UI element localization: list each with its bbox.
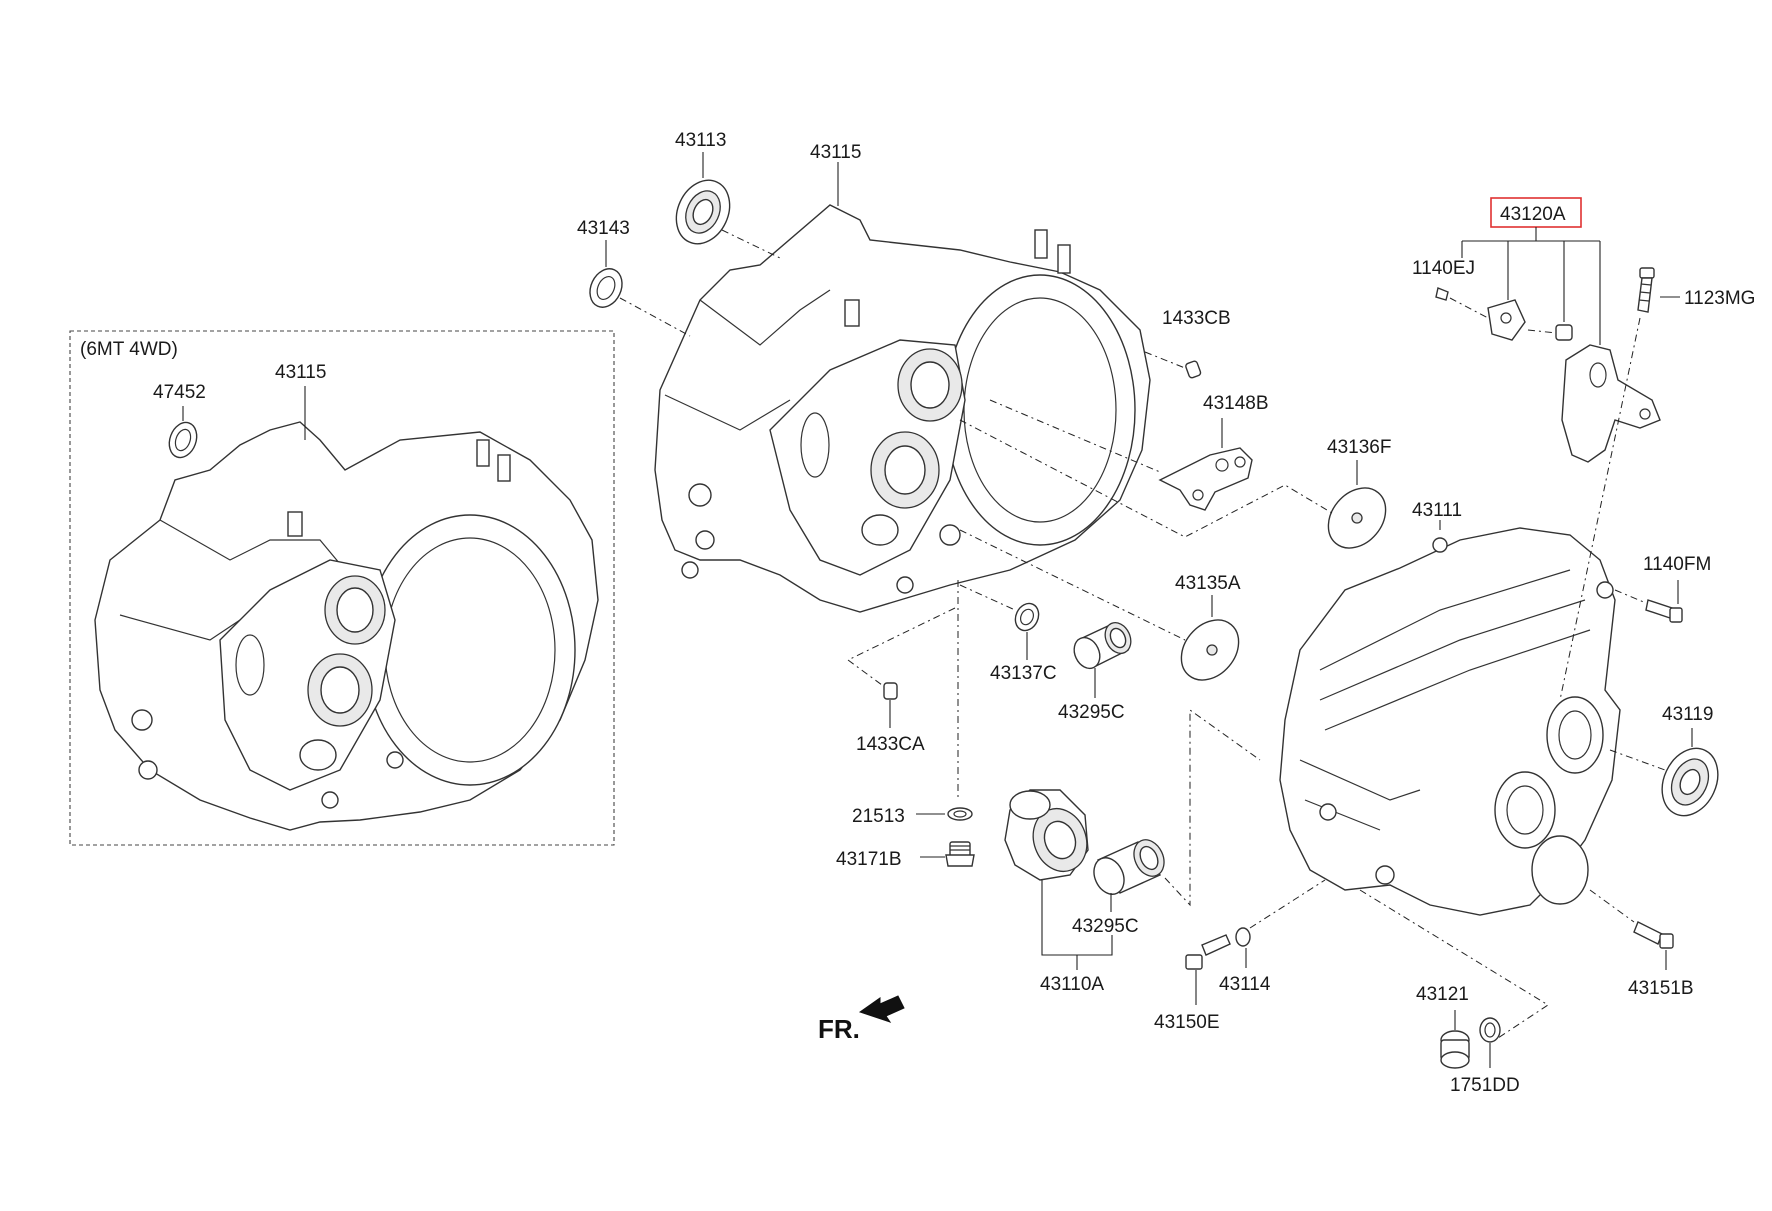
ring-43137C[interactable] xyxy=(1011,600,1043,635)
label-43295C-upper: 43295C xyxy=(1058,702,1125,723)
label-43120A: 43120A xyxy=(1500,204,1566,225)
bearing-43295C-lower[interactable] xyxy=(1088,835,1169,899)
plug-43121[interactable] xyxy=(1440,1030,1470,1069)
washer-1751DD[interactable] xyxy=(1479,1017,1501,1043)
housing-43115-4wd[interactable] xyxy=(94,421,599,831)
label-1751DD: 1751DD xyxy=(1450,1075,1520,1096)
bracket-43120A-plate[interactable] xyxy=(1487,299,1526,341)
mount-bracket-43120A[interactable] xyxy=(1561,344,1661,463)
plug-43171B[interactable] xyxy=(945,841,975,867)
spacer-43120A[interactable] xyxy=(1555,324,1573,341)
front-direction-label: FR. xyxy=(818,1014,860,1044)
label-43151B: 43151B xyxy=(1628,978,1694,999)
seal-43143[interactable] xyxy=(584,264,628,313)
bolt-43151B[interactable] xyxy=(1633,921,1674,949)
seal-43119[interactable] xyxy=(1652,739,1729,824)
bolt-1123MG[interactable] xyxy=(1637,267,1655,313)
label-1140EJ: 1140EJ xyxy=(1412,258,1475,279)
label-43115-main: 43115 xyxy=(810,142,861,163)
label-43113: 43113 xyxy=(675,130,726,151)
washer-21513[interactable] xyxy=(947,807,973,821)
dowel-1433CA[interactable] xyxy=(883,682,898,700)
label-21513: 21513 xyxy=(852,806,905,827)
shim-43135A[interactable] xyxy=(1170,609,1251,692)
front-direction-arrow-icon xyxy=(858,995,905,1023)
label-43110A: 43110A xyxy=(1040,974,1104,995)
bolt-1140EJ[interactable] xyxy=(1435,287,1449,301)
label-43121: 43121 xyxy=(1416,984,1469,1005)
seal-47452[interactable] xyxy=(165,419,202,462)
label-43135A: 43135A xyxy=(1175,573,1241,594)
washer-43114[interactable] xyxy=(1235,927,1251,947)
label-43137C: 43137C xyxy=(990,663,1057,684)
variant-box xyxy=(69,330,615,846)
sleeve-43110A[interactable] xyxy=(1004,789,1095,881)
bolt-1140FM[interactable] xyxy=(1645,599,1683,623)
label-1433CA: 1433CA xyxy=(856,734,925,755)
label-43143: 43143 xyxy=(577,218,630,239)
label-1123MG: 1123MG xyxy=(1684,288,1755,309)
bearing-43295C-upper[interactable] xyxy=(1069,618,1135,672)
dowel-1433CB[interactable] xyxy=(1185,360,1202,379)
label-43119: 43119 xyxy=(1662,704,1713,725)
label-43148B: 43148B xyxy=(1203,393,1269,414)
label-43295C-lower: 43295C xyxy=(1072,916,1139,937)
shim-43136F[interactable] xyxy=(1317,477,1398,560)
housing-43115[interactable] xyxy=(654,204,1151,613)
label-43114: 43114 xyxy=(1219,974,1271,995)
label-43115-4wd: 43115 xyxy=(275,362,326,383)
label-43171B: 43171B xyxy=(836,849,902,870)
variant-box-title: (6MT 4WD) xyxy=(80,339,178,360)
label-43136F: 43136F xyxy=(1327,437,1391,458)
label-1140FM: 1140FM xyxy=(1643,554,1711,575)
transmission-case-43111[interactable] xyxy=(1279,527,1621,916)
seal-43113[interactable] xyxy=(666,172,739,253)
label-1433CB: 1433CB xyxy=(1162,308,1231,329)
label-43150E: 43150E xyxy=(1154,1012,1220,1033)
label-47452: 47452 xyxy=(153,382,206,403)
label-43111: 43111 xyxy=(1412,500,1462,521)
bolt-43150E[interactable] xyxy=(1185,934,1231,970)
bracket-43148B[interactable] xyxy=(1158,447,1253,511)
